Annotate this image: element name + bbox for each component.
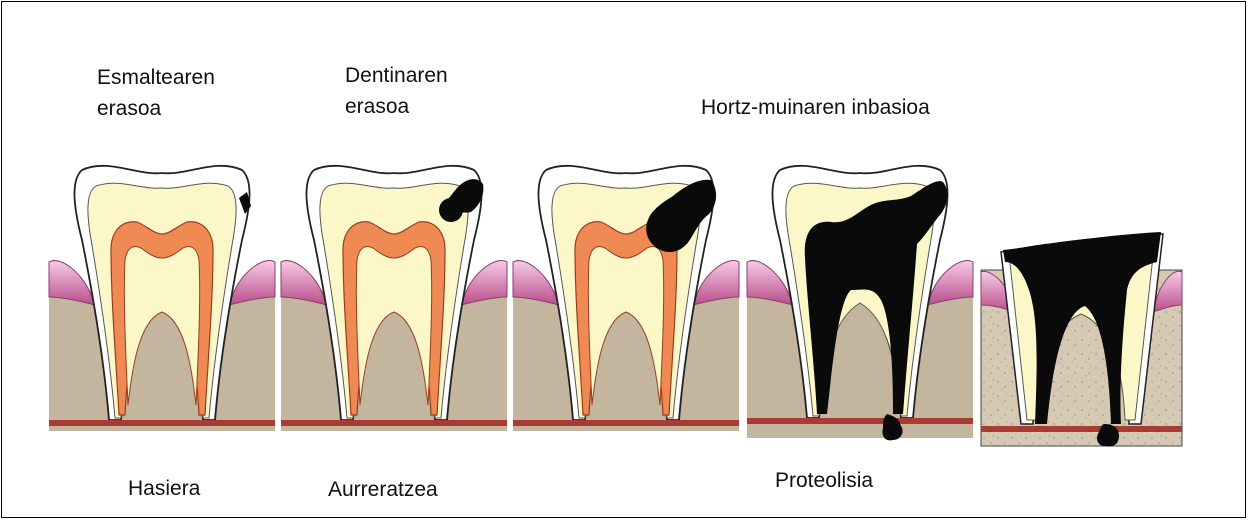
blood-vessel-line [981, 426, 1182, 432]
blood-vessel-line [281, 420, 507, 426]
label-progression: Aurreratzea [328, 474, 438, 505]
label-enamel-attack: Esmaltearen erasoa [97, 62, 215, 124]
tooth-stage-enamel-attack [49, 166, 275, 431]
label-enamel-attack-line1: Esmaltearen [97, 62, 215, 93]
blood-vessel-line [747, 418, 973, 424]
tooth-stage-pulp-invasion [513, 166, 739, 431]
label-pulp-invasion: Hortz-muinaren inbasioa [701, 92, 930, 123]
tooth-stage-dentin-attack [281, 166, 507, 431]
label-enamel-attack-line2: erasoa [97, 93, 215, 124]
blood-vessel-line [513, 420, 739, 426]
tooth-stage-proteolysis [747, 166, 973, 441]
label-dentin-attack-line2: erasoa [345, 91, 448, 122]
blood-vessel-line [49, 420, 275, 426]
label-proteolysis: Proteolisia [775, 465, 873, 496]
label-start: Hasiera [128, 473, 200, 504]
tooth-stage-crown-lost [981, 232, 1182, 447]
label-dentin-attack: Dentinaren erasoa [345, 60, 448, 122]
label-dentin-attack-line1: Dentinaren [345, 60, 448, 91]
